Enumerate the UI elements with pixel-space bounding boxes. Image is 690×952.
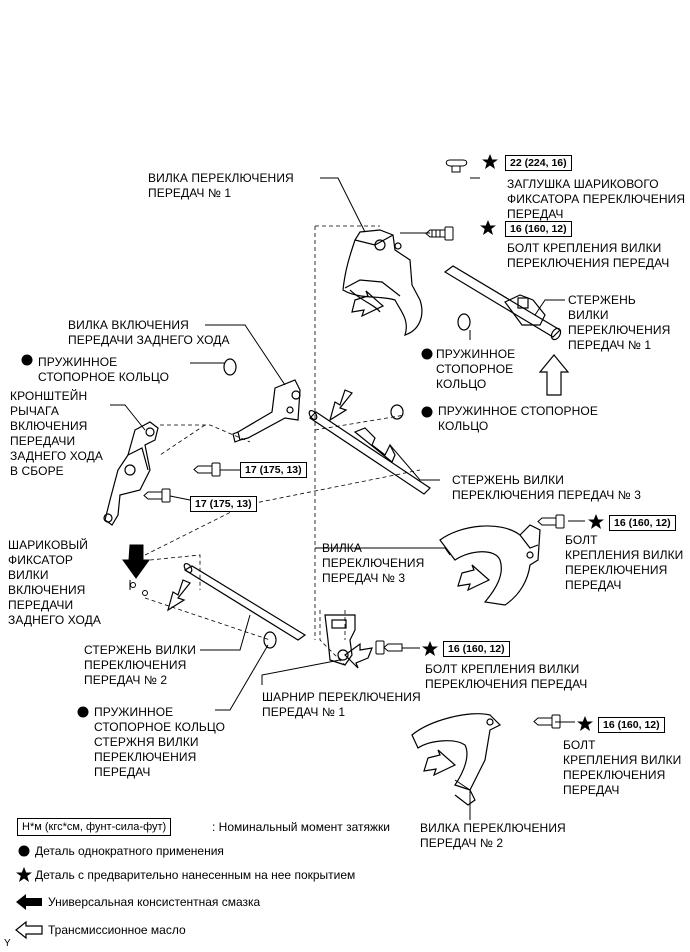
snap-ring-rod2 [263, 631, 277, 649]
label-snap-left: ПРУЖИННОЕ СТОПОРНОЕ КОЛЬЦО [38, 355, 170, 384]
oil-arrow-shift-head [344, 642, 373, 669]
precoated-stars [422, 154, 604, 731]
legend-precoated: Деталь с предварительно нанесенным на не… [35, 868, 356, 882]
assembly-lines [144, 225, 421, 666]
legend-icons [15, 845, 43, 940]
detent-ball [130, 582, 136, 588]
torque-bolt-fork2: 16 (160, 12) [598, 717, 665, 733]
label-rod3: СТЕРЖЕНЬ ВИЛКИ ПЕРЕКЛЮЧЕНИЯ ПЕРЕДАЧ № 3 [452, 473, 641, 502]
shift-fork-1 [342, 229, 423, 336]
label-bolt-fork2: БОЛТ КРЕПЛЕНИЯ ВИЛКИ ПЕРЕКЛЮЧЕНИЯ ПЕРЕДА… [563, 738, 682, 797]
label-snap-rod2: ПРУЖИННОЕ СТОПОРНОЕ КОЛЬЦО СТЕРЖНЯ ВИЛКИ… [94, 705, 226, 779]
torque-bolt-fork3: 16 (160, 12) [609, 515, 676, 531]
oil-arrow-fork1 [351, 290, 385, 318]
label-reverse-fork: ВИЛКА ВКЛЮЧЕНИЯ ПЕРЕДАЧИ ЗАДНЕГО ХОДА [68, 318, 230, 347]
shift-rod-2 [183, 562, 307, 641]
reverse-shift-fork [232, 379, 301, 443]
grease-oil-arrow-rod1 [538, 354, 570, 396]
bolt-fork3 [537, 514, 565, 529]
legend-torque-unit: Н*м (кгс*см, фунт-сила-фут) [17, 818, 172, 836]
reverse-lever-bracket [103, 421, 159, 526]
legend-grease: Универсальная консистентная смазка [48, 895, 261, 909]
label-snap-mid: ПРУЖИННОЕ СТОПОРНОЕ КОЛЬЦО [438, 404, 598, 433]
non-reusable-dots [21, 348, 433, 718]
bolt-fork-top [425, 226, 454, 241]
legend-torque-desc: : Номинальный момент затяжки [212, 820, 390, 834]
label-fork2: ВИЛКА ПЕРЕКЛЮЧЕНИЯ ПЕРЕДАЧ № 2 [420, 821, 566, 850]
label-ball-detent: ШАРИКОВЫЙ ФИКСАТОР ВИЛКИ ВКЛЮЧЕНИЯ ПЕРЕД… [8, 538, 101, 627]
torque-bolt-shift-head: 16 (160, 12) [443, 641, 510, 657]
label-bracket: КРОНШТЕЙН РЫЧАГА ВКЛЮЧЕНИЯ ПЕРЕДАЧИ ЗАДН… [10, 389, 103, 478]
shift-fork-2 [411, 713, 502, 806]
torque-bracket-bolt-b: 17 (175, 13) [190, 496, 257, 512]
label-fork1: ВИЛКА ПЕРЕКЛЮЧЕНИЯ ПЕРЕДАЧ № 1 [148, 171, 294, 200]
bracket-bolt-a [193, 462, 240, 477]
label-bolt-fork3: БОЛТ КРЕПЛЕНИЯ ВИЛКИ ПЕРЕКЛЮЧЕНИЯ ПЕРЕДА… [565, 533, 684, 592]
label-fork3: ВИЛКА ПЕРЕКЛЮЧЕНИЯ ПЕРЕДАЧ № 3 [322, 541, 425, 585]
shift-rod-1 [443, 265, 562, 341]
oil-arrow-rod2 [167, 579, 191, 612]
bolt-fork2 [533, 714, 561, 729]
detent-spring [142, 590, 148, 596]
bracket-bolt-b [143, 488, 191, 503]
corner-mark: Y [4, 938, 11, 949]
shift-fork-3 [439, 524, 541, 606]
shift-rod-3 [308, 409, 431, 495]
label-rod1: СТЕРЖЕНЬ ВИЛКИ ПЕРЕКЛЮЧЕНИЯ ПЕРЕДАЧ № 1 [568, 293, 671, 352]
torque-bracket-bolt-a: 17 (175, 13) [240, 462, 307, 478]
oil-arrow-fork3 [457, 564, 491, 592]
shift-head-1 [324, 614, 356, 666]
ball-detent-plug [445, 159, 468, 173]
leader-lines [110, 177, 585, 820]
grease-arrow-detent [122, 544, 150, 579]
legend-oil: Трансмиссионное масло [48, 923, 186, 937]
bolt-shift-head [375, 640, 403, 655]
snap-ring-rod1 [457, 313, 471, 331]
legend-non-reusable: Деталь однократного применения [35, 844, 224, 858]
label-shift-head: ШАРНИР ПЕРЕКЛЮЧЕНИЯ ПЕРЕДАЧ № 1 [262, 690, 421, 719]
torque-plug: 22 (224, 16) [505, 155, 572, 171]
label-snap-rod1: ПРУЖИННОЕ СТОПОРНОЕ КОЛЬЦО [436, 347, 516, 391]
oil-arrow-rod3 [329, 389, 353, 422]
label-bolt-shift-head: БОЛТ КРЕПЛЕНИЯ ВИЛКИ ПЕРЕКЛЮЧЕНИЯ ПЕРЕДА… [425, 662, 588, 691]
label-bolt-fork-top: БОЛТ КРЕПЛЕНИЯ ВИЛКИ ПЕРЕКЛЮЧЕНИЯ ПЕРЕДА… [507, 241, 670, 270]
snap-ring-left [223, 358, 237, 376]
label-plug: ЗАГЛУШКА ШАРИКОВОГО ФИКСАТОРА ПЕРЕКЛЮЧЕН… [507, 177, 686, 221]
oil-arrow-fork2 [423, 749, 457, 777]
label-rod2: СТЕРЖЕНЬ ВИЛКИ ПЕРЕКЛЮЧЕНИЯ ПЕРЕДАЧ № 2 [84, 643, 196, 687]
torque-bolt-fork-top: 16 (160, 12) [505, 221, 572, 237]
snap-ring-mid [390, 404, 404, 420]
